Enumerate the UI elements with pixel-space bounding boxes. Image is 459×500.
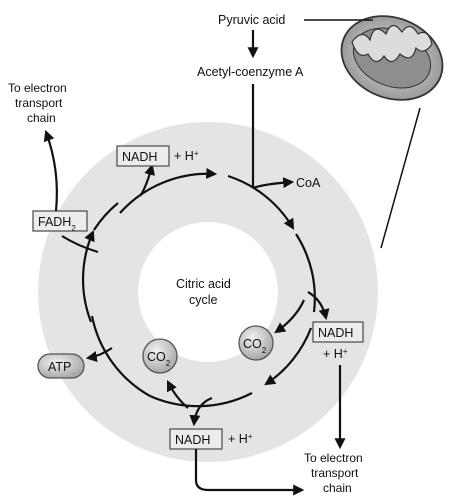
co2-left-branch xyxy=(167,380,189,409)
etc-right-line2: transport xyxy=(311,466,359,480)
etc-top-line1: To electron xyxy=(8,81,67,95)
nadh-top-box xyxy=(116,145,170,167)
pyruvic-acid-label: Pyruvic acid xyxy=(218,13,285,27)
fadh2-to-etc-arrow xyxy=(43,129,58,212)
acetyl-coa-label: Acetyl-coenzyme A xyxy=(197,65,304,79)
nadh-right-branch xyxy=(307,291,330,321)
h-plus-right-label: + H+ xyxy=(323,347,348,362)
atp-label: ATP xyxy=(48,360,71,374)
etc-top-line2: transport xyxy=(15,96,63,110)
nadh-right-box xyxy=(312,321,364,343)
nadh-bottom-to-etc-arrow xyxy=(194,449,305,496)
nadh-bottom-branch xyxy=(189,396,213,427)
cycle-ring xyxy=(81,167,316,408)
nadh-top-branch xyxy=(139,163,155,197)
cycle-label-line1: Citric acid xyxy=(176,277,231,291)
etc-right-line3: chain xyxy=(323,481,352,495)
nadh-right-label: NADH xyxy=(318,326,353,340)
co2-right-label: CO2 xyxy=(243,337,267,355)
co2-right-ball xyxy=(238,325,274,361)
h-plus-bottom-label: + H+ xyxy=(228,432,253,447)
fadh2-label: FADH2 xyxy=(38,215,76,233)
cycle-arc-upper-left xyxy=(93,202,119,231)
cycle-arc-lower-right xyxy=(264,327,313,386)
cycle-arc-top-right xyxy=(227,174,295,230)
cycle-label-line2: cycle xyxy=(189,293,218,307)
coa-label: CoA xyxy=(296,176,321,190)
cycle-center xyxy=(138,222,278,362)
cycle-arc-lower-left xyxy=(90,315,151,397)
mitochondrion-pointer xyxy=(380,107,421,249)
co2-right-branch xyxy=(274,299,306,334)
cycle-arc-top xyxy=(119,167,218,214)
h-plus-top-label: + H+ xyxy=(174,149,199,164)
etc-right-line1: To electron xyxy=(304,451,363,465)
nadh-top-label: NADH xyxy=(122,150,157,164)
coa-release-arrow xyxy=(252,177,295,190)
cycle-arc-right xyxy=(295,233,316,313)
mitochondrion-icon xyxy=(340,15,444,101)
etc-top-line3: chain xyxy=(27,111,56,125)
fadh2-branch xyxy=(61,235,99,254)
atp-pill xyxy=(37,353,85,379)
co2-left-label: CO2 xyxy=(147,350,171,368)
atp-branch xyxy=(85,347,113,362)
fadh2-box xyxy=(32,210,88,232)
nadh-bottom-label: NADH xyxy=(175,433,210,447)
co2-left-ball xyxy=(142,338,178,374)
cycle-arc-left xyxy=(81,229,95,323)
